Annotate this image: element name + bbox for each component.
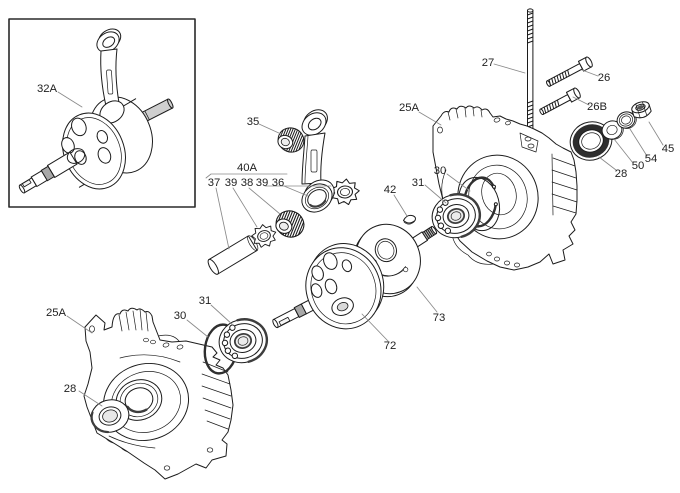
crankshaft-left-shaft — [18, 151, 78, 194]
label-42: 42 — [384, 184, 397, 196]
washer-54 — [616, 111, 637, 129]
label-32a: 32A — [37, 83, 58, 95]
bolt-26b — [539, 87, 581, 116]
thrust-washer-39-right — [329, 177, 361, 207]
inset-connecting-rod — [96, 28, 125, 124]
crankshaft-assembly-32a — [18, 28, 174, 194]
leader-lines — [57, 63, 664, 407]
label-31-right: 31 — [412, 177, 425, 189]
crank-web-72 — [272, 243, 385, 330]
label-35: 35 — [247, 116, 260, 128]
crank-pin-37 — [207, 235, 259, 275]
stud-27 — [527, 8, 534, 139]
nut-45 — [631, 101, 652, 119]
seal-boss-left-28 — [90, 399, 130, 434]
label-25a-right: 25A — [399, 102, 420, 114]
label-30-right: 30 — [434, 165, 447, 177]
detail-inset-box — [8, 18, 196, 208]
label-27: 27 — [482, 57, 495, 69]
label-40a: 40A — [237, 162, 258, 174]
part-labels: 32A 35 40A 37 39 38 39 36 42 27 26 26B 4… — [37, 57, 674, 395]
label-28-left: 28 — [64, 383, 77, 395]
crankcase-half-right-25a — [432, 105, 578, 271]
woodruff-key-42 — [403, 214, 416, 225]
label-50: 50 — [632, 160, 645, 172]
label-26b: 26B — [587, 101, 607, 113]
label-73: 73 — [433, 312, 446, 324]
label-38: 38 — [241, 177, 254, 189]
label-72: 72 — [384, 340, 397, 352]
bolt-26 — [546, 56, 593, 87]
label-39-b: 39 — [256, 177, 269, 189]
label-45: 45 — [662, 143, 675, 155]
oil-seal-28-right — [569, 121, 613, 161]
label-26: 26 — [598, 72, 611, 84]
label-25a-left: 25A — [46, 307, 67, 319]
label-54: 54 — [645, 153, 658, 165]
label-37: 37 — [208, 177, 221, 189]
crankcase-half-left-25a — [83, 307, 234, 480]
label-39-a: 39 — [225, 177, 238, 189]
ball-bearing-31-left — [213, 312, 273, 370]
label-36: 36 — [272, 177, 285, 189]
connecting-rod-36 — [301, 109, 335, 213]
label-31-left: 31 — [199, 295, 212, 307]
label-28-right: 28 — [615, 168, 628, 180]
label-30-left: 30 — [174, 310, 187, 322]
